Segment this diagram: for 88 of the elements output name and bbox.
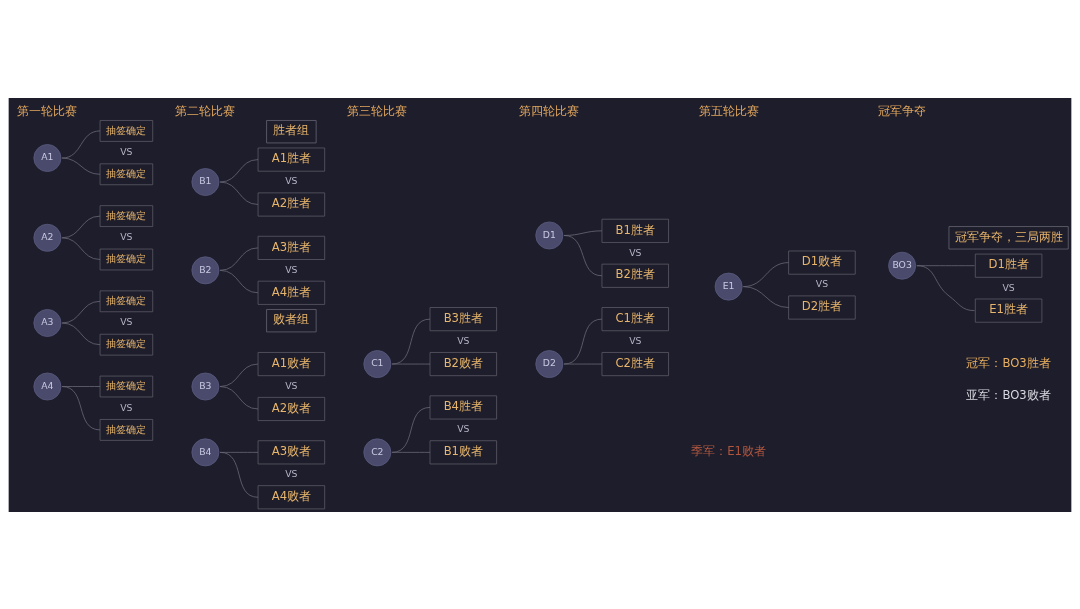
label: VS [285, 174, 298, 186]
node-box: B1胜者 [601, 218, 669, 243]
label: VS [120, 315, 133, 327]
label: VS [285, 379, 298, 391]
node-circle: C2 [363, 437, 392, 466]
node-box: 抽签确定 [99, 204, 154, 227]
node-circle: A2 [33, 223, 62, 252]
label: 第三轮比赛 [347, 103, 408, 118]
node-box: 冠军争夺，三局两胜 [948, 225, 1069, 249]
node-box: A3败者 [257, 439, 326, 464]
node-box: A2败者 [257, 396, 326, 421]
node-box: 抽签确定 [99, 248, 154, 270]
legend-label: 亚军：BO3败者 [966, 387, 1051, 402]
connector [563, 363, 603, 364]
connector [219, 451, 259, 498]
connector [61, 385, 101, 430]
node-box: 抽签确定 [99, 375, 154, 397]
label: VS [1002, 281, 1015, 293]
label: VS [120, 230, 133, 242]
node-circle: B2 [191, 255, 220, 284]
node-box: C2胜者 [601, 351, 669, 376]
node-box: B2败者 [429, 351, 497, 376]
connector [391, 406, 431, 453]
node-box: A3胜者 [257, 235, 326, 260]
node-circle: D1 [535, 221, 564, 249]
node-box: 抽签确定 [99, 289, 154, 312]
node-box: A1胜者 [257, 147, 326, 172]
node-circle: E1 [714, 272, 743, 301]
connector [563, 318, 603, 364]
label: VS [629, 246, 642, 258]
label: VS [815, 277, 829, 289]
node-box: 抽签确定 [99, 162, 154, 185]
node-box: D1败者 [788, 250, 856, 275]
connector [61, 300, 101, 323]
node-box: A4胜者 [257, 280, 326, 305]
label: 第五轮比赛 [698, 103, 759, 118]
legend-label: 季军：E1败者 [691, 443, 766, 458]
node-box: B2胜者 [601, 263, 669, 288]
label: 第一轮比赛 [17, 103, 78, 118]
node-circle: A3 [33, 308, 62, 337]
node-box: 胜者组 [266, 119, 317, 143]
label: VS [457, 334, 470, 346]
connector [742, 285, 789, 308]
label: 第四轮比赛 [519, 103, 580, 118]
connector [916, 264, 975, 311]
connector [391, 363, 431, 364]
label: 第二轮比赛 [175, 103, 236, 118]
connector [61, 130, 101, 158]
label: VS [285, 263, 298, 275]
label: VS [120, 401, 133, 413]
node-circle: A4 [33, 372, 62, 400]
node-box: B1败者 [429, 439, 497, 464]
connector [61, 322, 101, 345]
node-circle: B1 [191, 167, 220, 196]
node-box: B4胜者 [429, 394, 497, 419]
label: VS [457, 422, 470, 434]
node-box: 抽签确定 [99, 418, 154, 441]
node-box: 抽签确定 [99, 119, 154, 142]
node-circle: B4 [191, 437, 220, 466]
label: VS [629, 334, 642, 346]
node-circle: A1 [33, 143, 62, 172]
node-box: E1胜者 [974, 298, 1043, 323]
node-box: D2胜者 [788, 295, 856, 320]
connector [61, 157, 101, 175]
node-box: A4败者 [257, 484, 326, 509]
connector [219, 181, 259, 205]
label: VS [120, 145, 133, 157]
connector [61, 236, 101, 260]
node-circle: C1 [363, 349, 392, 378]
connector [563, 234, 603, 276]
node-box: B3胜者 [429, 306, 497, 331]
label: 冠军争夺 [878, 103, 927, 118]
legend-label: 冠军：BO3胜者 [966, 355, 1051, 370]
node-circle: BO3 [888, 251, 917, 280]
connector [391, 451, 431, 453]
connector [219, 158, 259, 182]
connector [219, 269, 259, 293]
node-box: D1胜者 [974, 253, 1043, 278]
node-circle: D2 [535, 349, 564, 378]
node-box: 抽签确定 [99, 333, 154, 356]
node-box: 败者组 [266, 308, 317, 332]
node-circle: B3 [191, 372, 220, 400]
label: VS [285, 467, 298, 479]
connector [219, 385, 259, 409]
node-box: C1胜者 [601, 306, 669, 331]
node-box: A2胜者 [257, 192, 326, 216]
node-box: A1败者 [257, 351, 326, 376]
connector [391, 318, 431, 364]
